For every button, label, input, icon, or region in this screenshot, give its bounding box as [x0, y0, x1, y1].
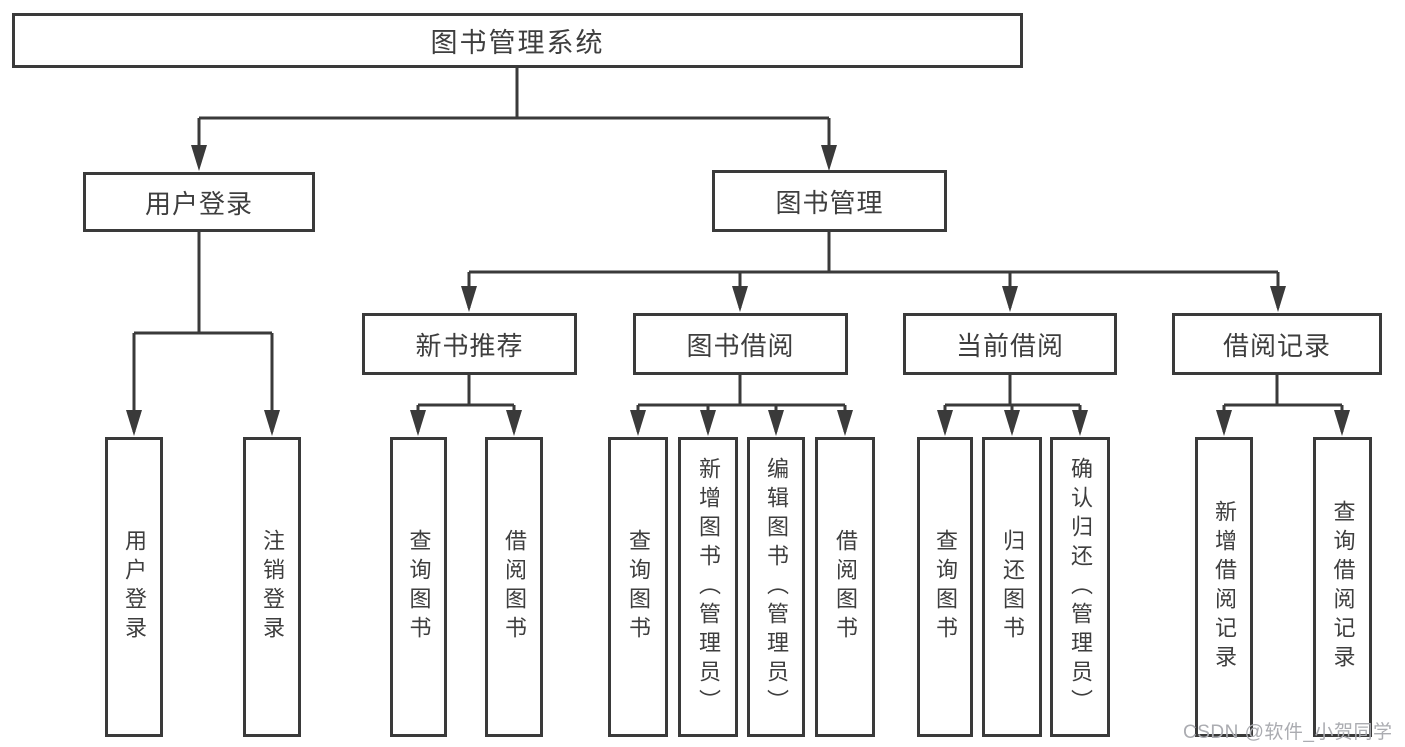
arrowhead	[1002, 286, 1018, 312]
arrowhead	[1270, 286, 1286, 312]
node-book-borrowing: 图书借阅	[633, 313, 848, 375]
arrowhead	[126, 410, 142, 436]
leaf-query-books-current: 查询图书	[917, 437, 973, 737]
leaf-add-books-admin: 新增图书（管理员）	[678, 437, 738, 737]
node-user-login: 用户登录	[83, 172, 315, 232]
leaf-borrow-books-borrowing: 借阅图书	[815, 437, 875, 737]
arrowhead	[821, 145, 837, 171]
arrowhead	[837, 410, 853, 436]
arrowhead	[264, 410, 280, 436]
watermark: CSDN @软件_小贺同学	[1183, 722, 1393, 743]
leaf-borrow-books-recommend: 借阅图书	[485, 437, 543, 737]
arrowhead	[732, 286, 748, 312]
arrowhead	[700, 410, 716, 436]
arrowhead	[506, 410, 522, 436]
arrowhead	[1072, 410, 1088, 436]
arrowhead	[630, 410, 646, 436]
node-new-book-recommendation: 新书推荐	[362, 313, 577, 375]
node-library-management-system: 图书管理系统	[12, 13, 1023, 68]
arrowhead	[1334, 410, 1350, 436]
leaf-user-login: 用户登录	[105, 437, 163, 737]
leaf-return-books: 归还图书	[982, 437, 1042, 737]
leaf-query-borrow-record: 查询借阅记录	[1313, 437, 1372, 737]
leaf-confirm-return-admin: 确认归还（管理员）	[1050, 437, 1110, 737]
arrowhead	[1004, 410, 1020, 436]
arrowhead	[768, 410, 784, 436]
arrowhead	[410, 410, 426, 436]
leaf-logout: 注销登录	[243, 437, 301, 737]
arrowhead	[461, 286, 477, 312]
arrowhead	[937, 410, 953, 436]
node-current-borrowing: 当前借阅	[903, 313, 1117, 375]
leaf-edit-books-admin: 编辑图书（管理员）	[747, 437, 805, 737]
leaf-add-borrow-record: 新增借阅记录	[1195, 437, 1253, 737]
arrowhead	[1216, 410, 1232, 436]
arrowhead	[191, 145, 207, 171]
connector-path	[132, 68, 1344, 432]
leaf-query-books-borrowing: 查询图书	[608, 437, 668, 737]
node-book-management: 图书管理	[712, 170, 947, 232]
node-borrowing-records: 借阅记录	[1172, 313, 1382, 375]
leaf-query-books-recommend: 查询图书	[390, 437, 447, 737]
